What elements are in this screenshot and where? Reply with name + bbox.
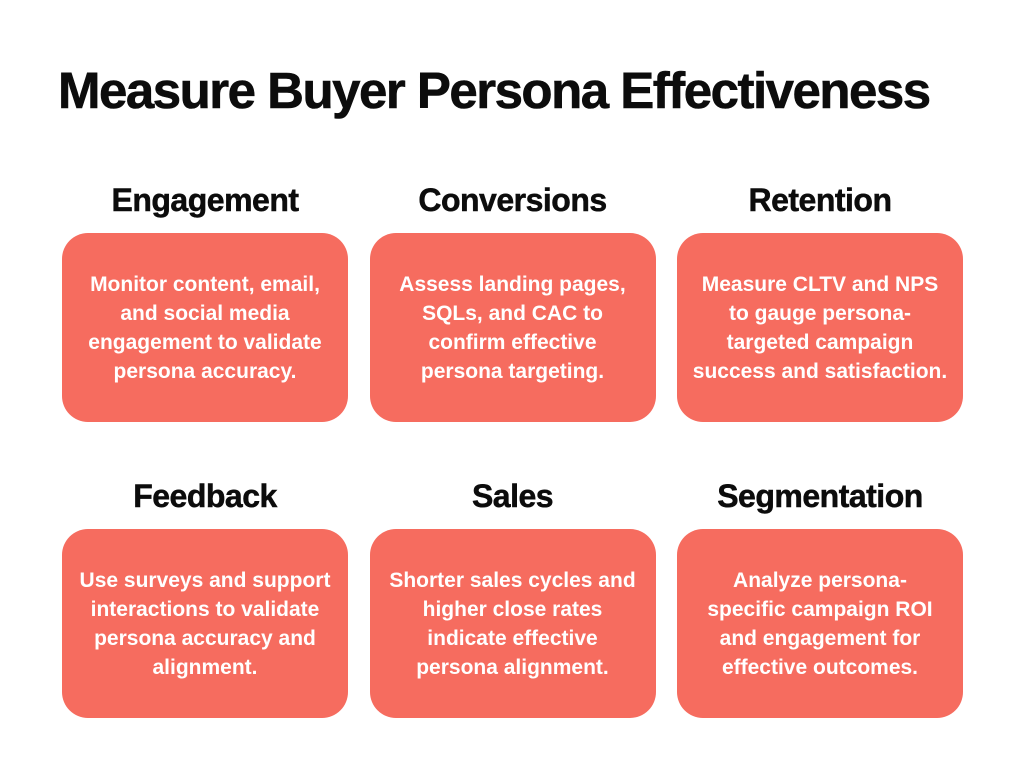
- card-cell-engagement: Engagement Monitor content, email, and s…: [62, 180, 348, 422]
- card-cell-retention: Retention Measure CLTV and NPS to gauge …: [677, 180, 963, 422]
- card-heading-sales: Sales: [471, 478, 554, 515]
- card-heading-feedback: Feedback: [133, 478, 278, 515]
- card-body-engagement: Monitor content, email, and social media…: [88, 272, 322, 383]
- page-title: Measure Buyer Persona Effectiveness: [58, 62, 932, 120]
- card-segmentation: Analyze persona- specific campaign ROI a…: [677, 529, 963, 718]
- card-heading-retention: Retention: [748, 182, 892, 219]
- card-body-retention: Measure CLTV and NPS to gauge persona- t…: [692, 272, 948, 383]
- card-body-feedback: Use surveys and support interactions to …: [79, 568, 331, 679]
- card-heading-conversions: Conversions: [418, 182, 607, 219]
- card-feedback: Use surveys and support interactions to …: [62, 529, 348, 718]
- card-cell-segmentation: Segmentation Analyze persona- specific c…: [677, 476, 963, 718]
- card-heading-segmentation: Segmentation: [717, 478, 924, 515]
- card-retention: Measure CLTV and NPS to gauge persona- t…: [677, 233, 963, 422]
- card-body-sales: Shorter sales cycles and higher close ra…: [389, 568, 636, 679]
- cards-grid: Engagement Monitor content, email, and s…: [62, 180, 963, 718]
- card-sales: Shorter sales cycles and higher close ra…: [369, 529, 656, 718]
- card-conversions: Assess landing pages, SQLs, and CAC to c…: [369, 233, 656, 422]
- card-cell-conversions: Conversions Assess landing pages, SQLs, …: [369, 180, 656, 422]
- card-body-segmentation: Analyze persona- specific campaign ROI a…: [707, 568, 933, 679]
- card-engagement: Monitor content, email, and social media…: [62, 233, 348, 422]
- card-cell-feedback: Feedback Use surveys and support interac…: [62, 476, 348, 718]
- card-body-conversions: Assess landing pages, SQLs, and CAC to c…: [399, 272, 626, 383]
- card-cell-sales: Sales Shorter sales cycles and higher cl…: [369, 476, 656, 718]
- card-heading-engagement: Engagement: [111, 182, 299, 219]
